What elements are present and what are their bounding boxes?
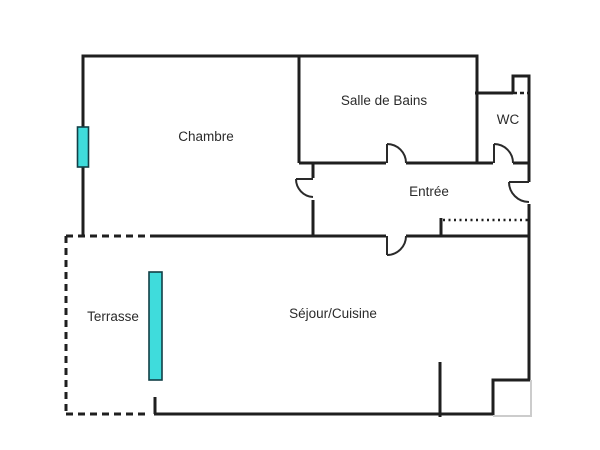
bottom-wall-and-step [154, 378, 530, 416]
terrace-sliding-door-icon [148, 271, 163, 381]
chambre-window-icon [76, 126, 90, 168]
ghost-outline [493, 380, 532, 417]
wc-door-arc [493, 143, 514, 164]
walls [81, 54, 531, 417]
shaft-notch-and-right-wall-upper [511, 74, 531, 182]
room-labels: Chambre Salle de Bains WC Entrée Terrass… [87, 93, 519, 324]
room-label-wc: WC [497, 112, 520, 127]
glazing [76, 126, 163, 381]
dashed-lines [64, 91, 529, 416]
room-label-chambre: Chambre [178, 129, 234, 144]
room-label-entree: Entrée [409, 184, 449, 199]
room-label-salle-de-bains: Salle de Bains [341, 93, 428, 108]
sdb-door-arc [386, 143, 407, 164]
room-label-sejour-cuisine: Séjour/Cuisine [289, 306, 377, 321]
room-label-terrasse: Terrasse [87, 309, 139, 324]
sejour-door-arc [386, 235, 407, 256]
entrance-door-arc [508, 181, 530, 203]
exterior-wall-top-left [81, 54, 479, 237]
doors [294, 143, 530, 256]
chambre-door-arc [294, 178, 314, 198]
